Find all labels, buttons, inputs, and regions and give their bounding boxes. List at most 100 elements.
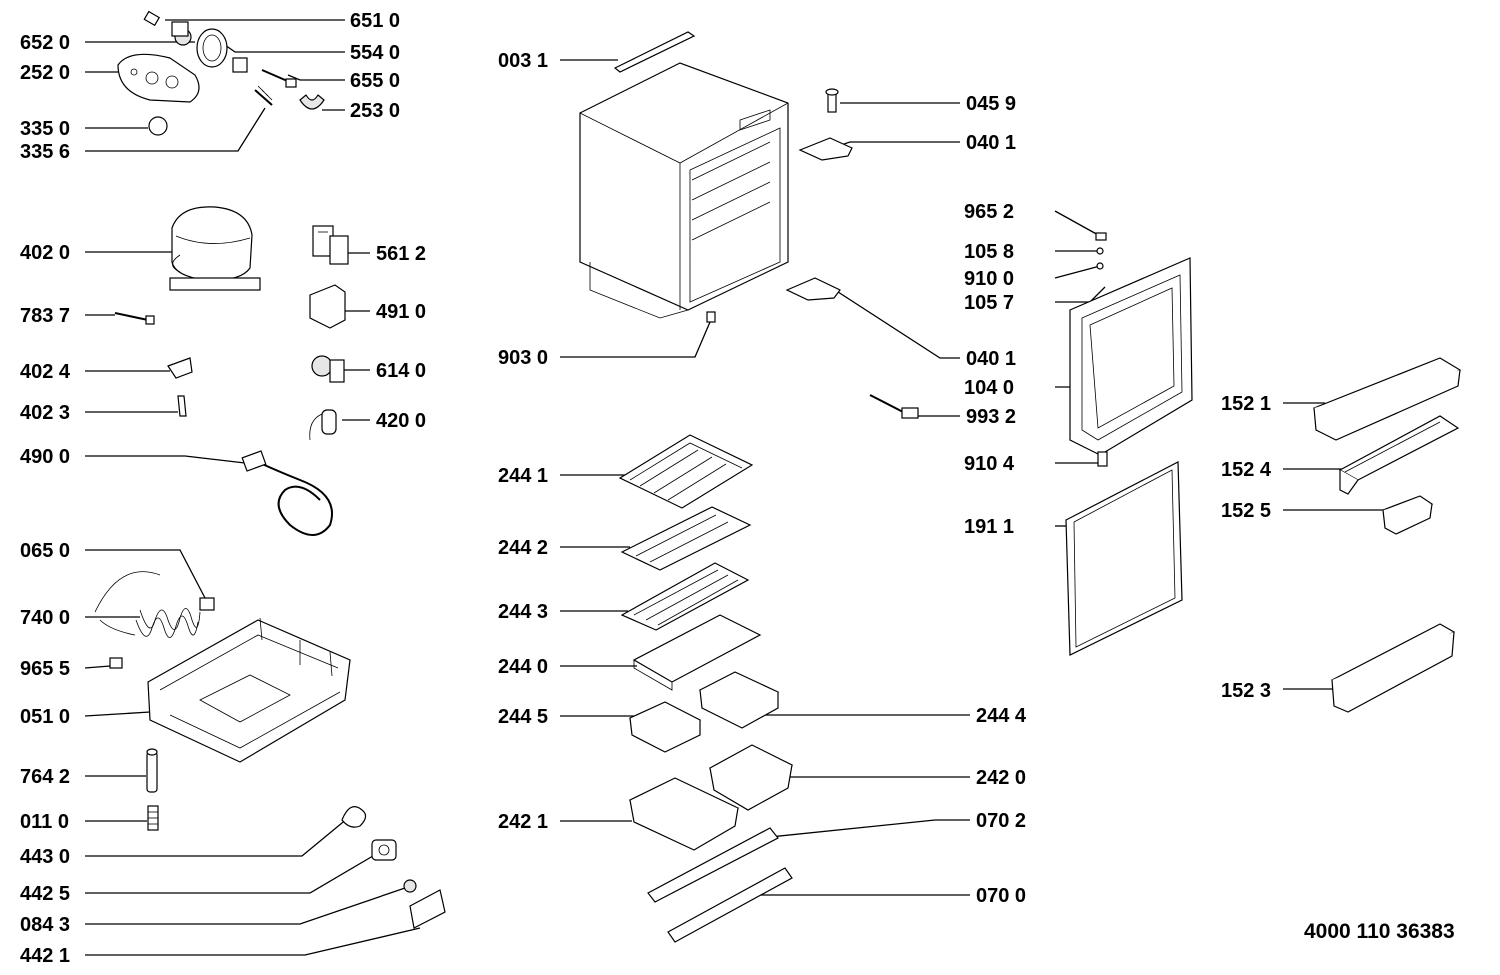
bulb-part-335-0	[148, 116, 168, 136]
label-244-5: 244 5	[498, 706, 548, 728]
label-402-3: 402 3	[20, 402, 70, 424]
label-561-2: 561 2	[376, 243, 426, 265]
label-105-8: 105 8	[964, 241, 1014, 263]
label-242-0: 242 0	[976, 767, 1026, 789]
handle-part-993-2	[869, 394, 919, 419]
fan-motor-part-442-5	[371, 839, 397, 861]
front-strip-part-070-0	[667, 867, 793, 943]
cabinet-part	[579, 62, 789, 319]
label-993-2: 993 2	[966, 406, 1016, 428]
part-labels: 651 0 652 0 554 0 252 0 655 0 253 0 335 …	[20, 10, 1455, 967]
label-011-0: 011 0	[20, 811, 69, 833]
label-244-2: 244 2	[498, 537, 548, 559]
label-104-0: 104 0	[964, 377, 1014, 399]
label-442-1: 442 1	[20, 945, 70, 967]
label-910-0: 910 0	[964, 268, 1014, 290]
lamp-cover-part-253-0	[299, 94, 325, 110]
door-shelf-guard-part-152-4	[1338, 415, 1460, 495]
fan-blade-part-443-0	[341, 806, 367, 828]
label-084-3: 084 3	[20, 914, 70, 936]
screw-part-965-5	[109, 657, 123, 669]
crisper-part-242-1	[628, 777, 740, 851]
tray-part-244-4	[698, 671, 780, 729]
shelf-part-244-2	[620, 506, 752, 571]
label-191-1: 191 1	[964, 516, 1014, 538]
label-040-1-bottom: 040 1	[966, 348, 1016, 370]
label-651-0: 651 0	[350, 10, 400, 32]
label-740-0: 740 0	[20, 607, 70, 629]
label-554-0: 554 0	[350, 42, 400, 64]
shelf-part-244-1	[618, 434, 754, 509]
lamp-housing-part-252-0	[117, 53, 200, 103]
label-105-7: 105 7	[964, 292, 1014, 314]
latch-part-910-4	[1097, 451, 1108, 467]
label-335-0: 335 0	[20, 118, 70, 140]
hinge-top-part-040-1	[798, 137, 853, 161]
door-shelf-bottle-part-152-3	[1330, 623, 1456, 713]
motor-bracket-part-442-1	[409, 889, 446, 929]
cover-strip-part-070-2	[647, 827, 779, 903]
label-443-0: 443 0	[20, 846, 70, 868]
compressor-part-402-0	[169, 206, 261, 291]
label-244-4: 244 4	[976, 705, 1027, 727]
label-152-1: 152 1	[1221, 393, 1271, 415]
label-003-1: 003 1	[498, 50, 548, 72]
glass-shelf-part-244-0	[632, 614, 762, 691]
washer-part-105-8	[1096, 247, 1104, 255]
bracket-part-402-3	[177, 395, 187, 417]
foot-post-part-764-2	[146, 748, 158, 793]
label-965-2: 965 2	[964, 201, 1014, 223]
label-244-3: 244 3	[498, 601, 548, 623]
spring-part-335-6	[254, 85, 273, 106]
label-152-3: 152 3	[1221, 680, 1271, 702]
door-shelf-part-152-1	[1312, 357, 1462, 441]
crisper-part-242-0	[708, 744, 794, 811]
gasket-part-191-1	[1065, 461, 1183, 656]
label-614-0: 614 0	[376, 360, 426, 382]
label-764-2: 764 2	[20, 766, 70, 788]
label-402-0: 402 0	[20, 242, 70, 264]
label-652-0: 652 0	[20, 32, 70, 54]
label-051-0: 051 0	[20, 706, 70, 728]
shelf-part-244-3	[620, 562, 750, 631]
base-tray-part-051-0	[147, 617, 351, 763]
thermostat-knob-part-651-0	[143, 10, 192, 46]
label-070-2: 070 2	[976, 810, 1026, 832]
label-491-0: 491 0	[376, 301, 426, 323]
label-783-7: 783 7	[20, 305, 70, 327]
label-065-0: 065 0	[20, 540, 70, 562]
washer-part-910-0	[1096, 262, 1104, 270]
label-252-0: 252 0	[20, 62, 70, 84]
label-442-5: 442 5	[20, 883, 70, 905]
label-910-4: 910 4	[964, 453, 1015, 475]
top-strip-part-003-1	[613, 31, 696, 73]
label-244-0: 244 0	[498, 656, 548, 678]
label-420-0: 420 0	[376, 410, 426, 432]
label-152-4: 152 4	[1221, 459, 1272, 481]
label-152-5: 152 5	[1221, 500, 1271, 522]
capacitor-part-420-0	[309, 409, 337, 441]
hinge-bottom-part-040-1	[785, 277, 841, 301]
label-335-6: 335 6	[20, 141, 70, 163]
label-655-0: 655 0	[350, 70, 400, 92]
tray-part-244-5	[628, 701, 702, 753]
label-045-9: 045 9	[966, 93, 1016, 115]
adjustable-foot-part-011-0	[147, 805, 159, 831]
label-242-1: 242 1	[498, 811, 548, 833]
label-070-0: 070 0	[976, 885, 1026, 907]
label-253-0: 253 0	[350, 100, 400, 122]
drain-tube-part-783-7	[114, 312, 155, 325]
lamp-ring-part-554-0	[196, 28, 248, 73]
thermostat-part-614-0	[311, 355, 345, 383]
label-040-1-top: 040 1	[966, 132, 1016, 154]
part-drawings	[94, 10, 1462, 943]
relay-cover-part-491-0	[309, 284, 346, 329]
power-cord-part-490-0	[241, 450, 333, 536]
label-903-0: 903 0	[498, 347, 548, 369]
door-shelf-small-part-152-5	[1381, 495, 1434, 535]
document-number: 4000 110 36383	[1304, 920, 1455, 943]
label-490-0: 490 0	[20, 446, 70, 468]
clip-part-402-4	[167, 357, 193, 379]
label-244-1: 244 1	[498, 465, 548, 487]
